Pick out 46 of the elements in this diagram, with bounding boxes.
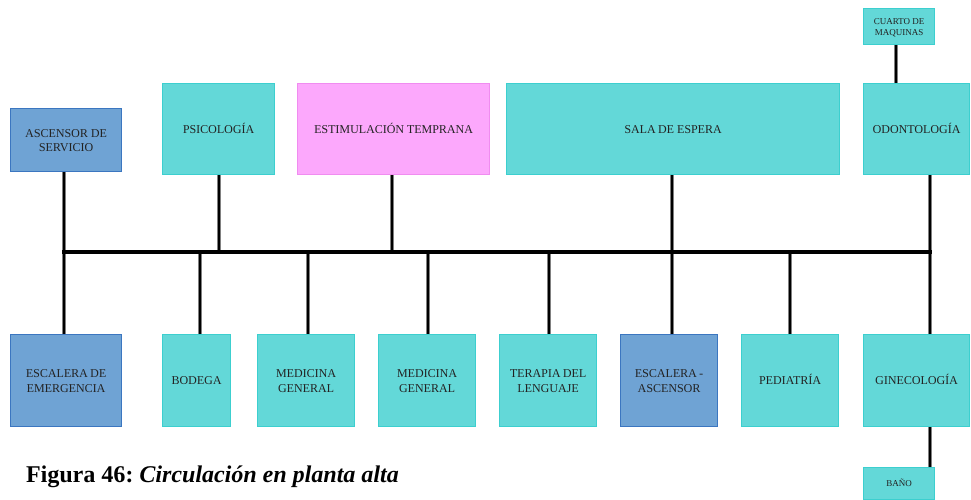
connector-line [306, 254, 310, 334]
connector-line [548, 254, 550, 334]
connector-line [62, 254, 66, 334]
connector-line [788, 254, 792, 334]
room-label: GINECOLOGÍA [875, 373, 958, 388]
room-box [10, 334, 122, 427]
connector-line [390, 175, 394, 250]
room-box [863, 467, 935, 500]
room-label: BODEGA [172, 373, 222, 388]
room-box [162, 83, 275, 175]
connector-line [62, 172, 66, 250]
room-label: PSICOLOGÍA [182, 122, 254, 136]
room-box [741, 334, 839, 427]
connector-line [670, 175, 674, 250]
connector-line [218, 175, 220, 250]
room-box [863, 8, 935, 45]
room-box [162, 334, 231, 427]
connector-line [426, 254, 430, 334]
room-box [10, 108, 122, 172]
room-label: ESTIMULACIÓN TEMPRANA [314, 122, 473, 136]
connector-line [670, 254, 674, 334]
room-box [863, 83, 970, 175]
connector-line [198, 254, 202, 334]
connector-line [928, 175, 932, 250]
room-box [506, 83, 840, 175]
room-box [499, 334, 597, 427]
figure-caption: Figura 46: Circulación en planta alta [26, 462, 399, 489]
room-box [620, 334, 718, 427]
room-box [257, 334, 355, 427]
room-label: ODONTOLOGÍA [872, 122, 960, 136]
room-label: CUARTO DE MAQUINAS [872, 16, 926, 38]
room-label: TERAPIA DEL LENGUAJE [508, 366, 588, 395]
room-box [378, 334, 476, 427]
room-label: MEDICINA GENERAL [396, 366, 458, 395]
room-label: SALA DE ESPERA [624, 122, 722, 136]
connector-line [928, 254, 932, 334]
connector-line [894, 45, 898, 83]
room-label: ESCALERA DE EMERGENCIA [24, 366, 108, 395]
room-box [863, 334, 970, 427]
connector-line [928, 427, 932, 467]
room-box [297, 83, 490, 175]
room-label: BAÑO [886, 478, 912, 489]
room-label: ESCALERA - ASCENSOR [634, 366, 704, 395]
room-label: PEDIATRÍA [759, 373, 821, 388]
room-label: ASCENSOR DE SERVICIO [24, 126, 108, 154]
room-label: MEDICINA GENERAL [275, 366, 337, 395]
